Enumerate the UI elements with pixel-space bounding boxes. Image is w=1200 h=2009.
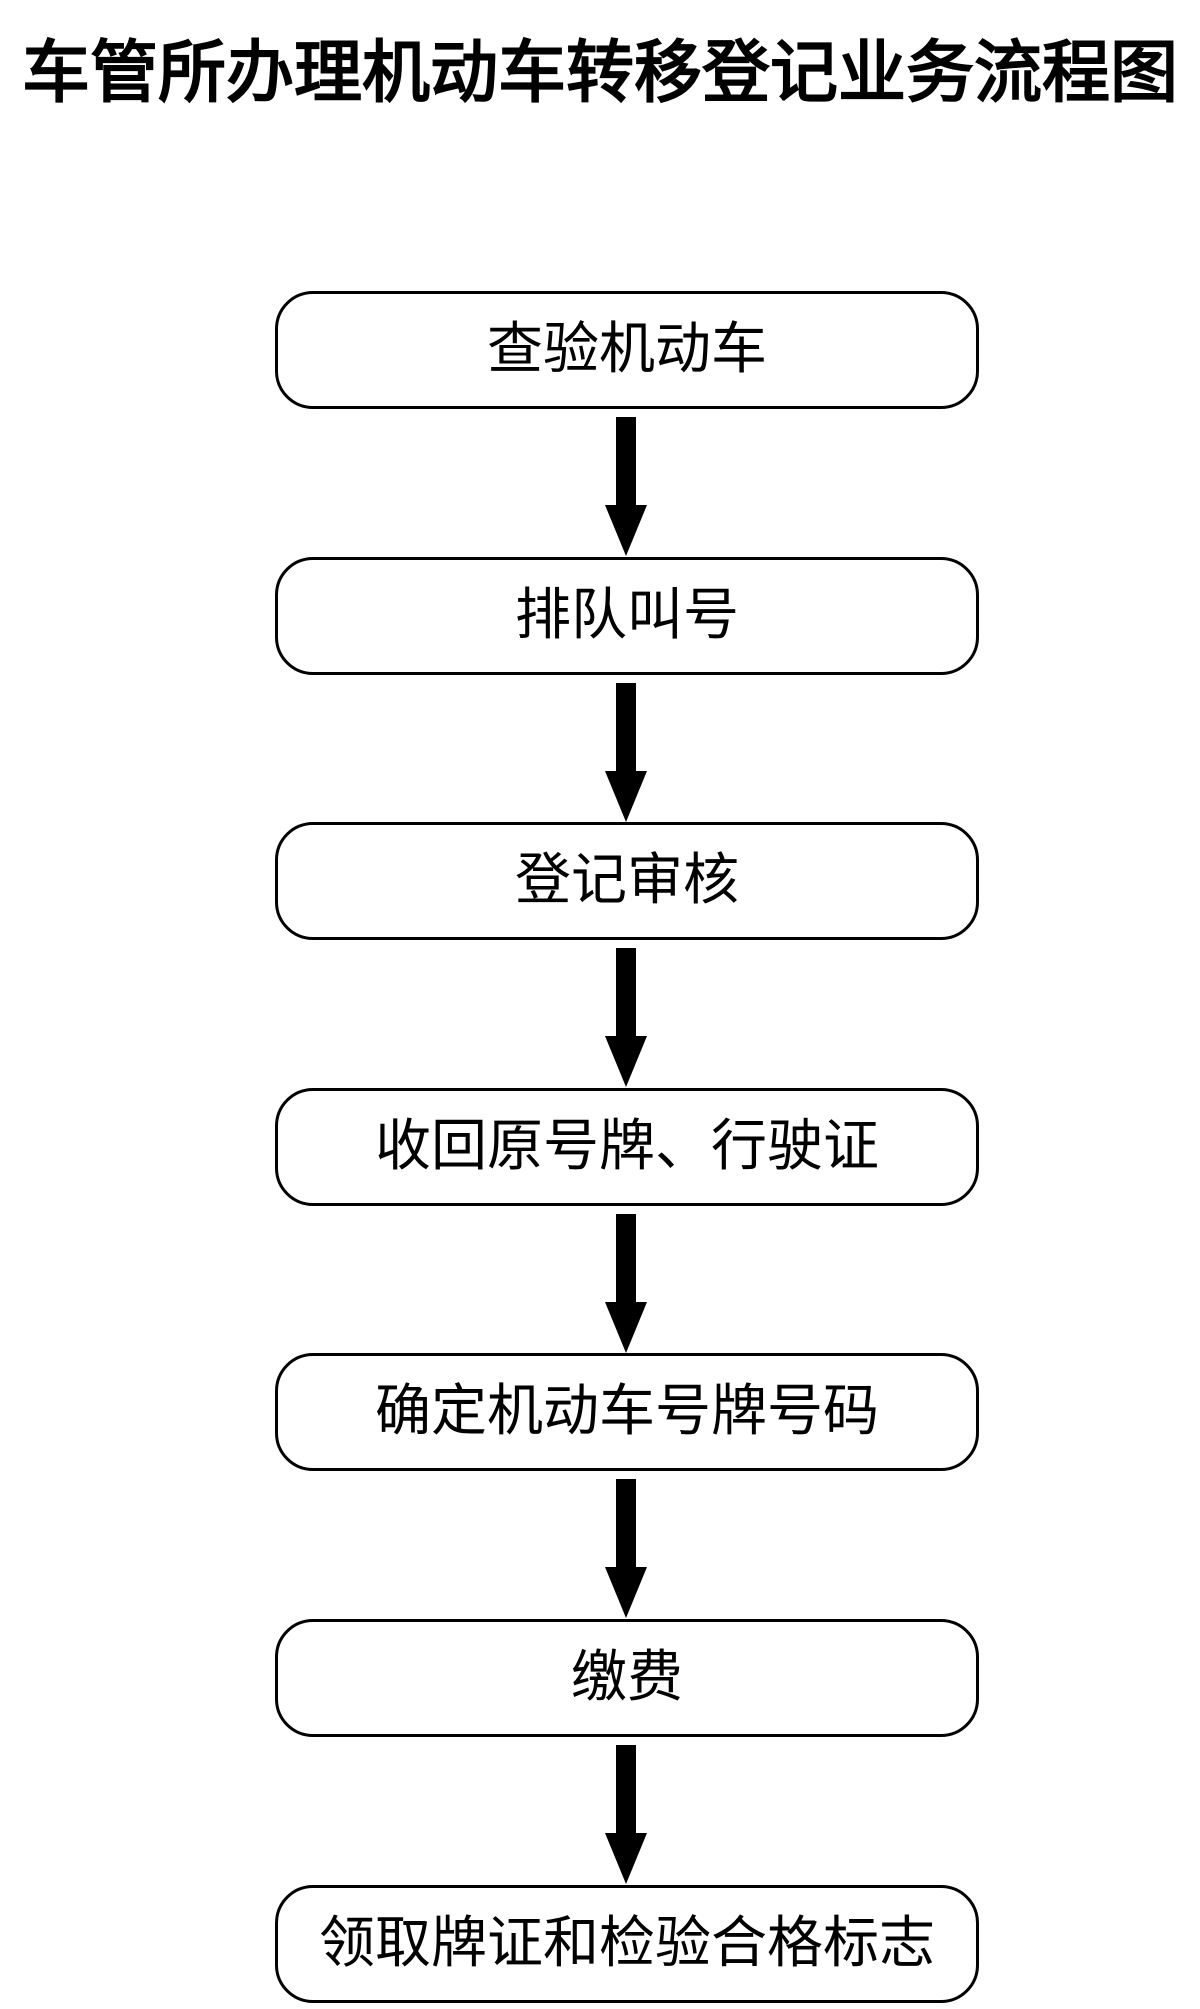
step-label: 确定机动车号牌号码: [375, 1381, 879, 1443]
arrow-head: [605, 1302, 647, 1353]
arrow-down-icon: [605, 417, 647, 556]
arrow-down-icon: [605, 948, 647, 1087]
step-return-plate-license: 收回原号牌、行驶证: [275, 1088, 979, 1206]
arrow-head: [605, 505, 647, 556]
step-label: 查验机动车: [487, 319, 767, 381]
step-inspect-vehicle: 查验机动车: [275, 291, 979, 409]
arrow-shaft: [616, 1214, 636, 1302]
arrow-down-icon: [605, 1214, 647, 1353]
step-label: 缴费: [571, 1647, 683, 1709]
step-label: 排队叫号: [515, 585, 739, 647]
step-label: 领取牌证和检验合格标志: [319, 1913, 935, 1975]
step-registration-review: 登记审核: [275, 822, 979, 940]
arrow-down-icon: [605, 1745, 647, 1884]
step-label: 收回原号牌、行驶证: [375, 1116, 879, 1178]
arrow-shaft: [616, 683, 636, 771]
arrow-shaft: [616, 1745, 636, 1833]
arrow-shaft: [616, 948, 636, 1036]
arrow-head: [605, 1567, 647, 1618]
arrow-head: [605, 771, 647, 822]
arrow-shaft: [616, 417, 636, 505]
step-queue-number: 排队叫号: [275, 557, 979, 675]
step-collect-plate-certificate: 领取牌证和检验合格标志: [275, 1885, 979, 2003]
page-title: 车管所办理机动车转移登记业务流程图: [21, 35, 1178, 111]
arrow-shaft: [616, 1479, 636, 1567]
step-pay-fee: 缴费: [275, 1619, 979, 1737]
step-confirm-plate-number: 确定机动车号牌号码: [275, 1353, 979, 1471]
step-label: 登记审核: [515, 850, 739, 912]
arrow-down-icon: [605, 683, 647, 822]
arrow-head: [605, 1833, 647, 1884]
arrow-head: [605, 1036, 647, 1087]
arrow-down-icon: [605, 1479, 647, 1618]
